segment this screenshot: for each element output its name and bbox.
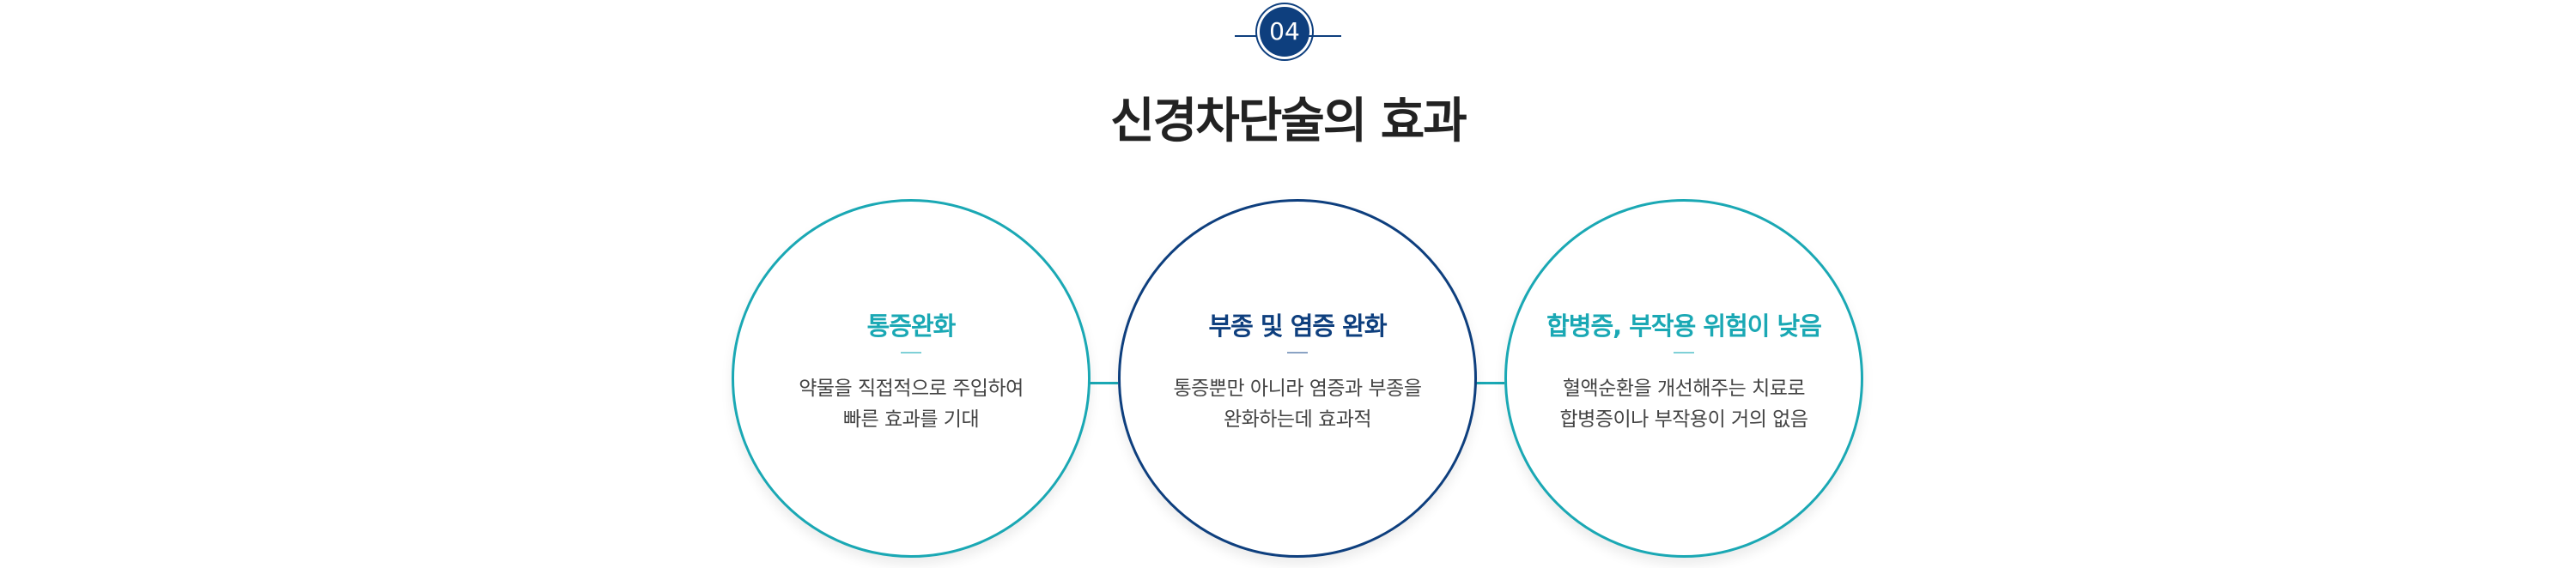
effect-circle-swelling-relief: 부종 및 염증 완화 통증뿐만 아니라 염증과 부종을 완화하는데 효과적 (1118, 199, 1477, 558)
badge-left-line (1235, 35, 1267, 37)
effect-description-line: 빠른 효과를 기대 (842, 408, 980, 431)
effect-description-line: 완화하는데 효과적 (1223, 408, 1372, 431)
effect-description-line: 혈액순환을 개선해주는 치료로 (1562, 378, 1806, 400)
effect-description-line: 통증뿐만 아니라 염증과 부종을 (1173, 378, 1422, 400)
connector-line-1 (1089, 382, 1118, 384)
section-number-badge: 04 (1260, 7, 1309, 57)
badge-right-line (1309, 35, 1341, 37)
effect-divider (1674, 352, 1694, 353)
effect-circle-pain-relief: 통증완화 약물을 직접적으로 주입하여 빠른 효과를 기대 (732, 199, 1091, 558)
section-number-badge-group: 04 (1235, 3, 1341, 67)
effect-divider (901, 352, 921, 353)
effect-title: 부종 및 염증 완화 (1208, 311, 1387, 341)
effect-description: 혈액순환을 개선해주는 치료로 합병증이나 부작용이 거의 없음 (1507, 373, 1861, 435)
connector-line-2 (1475, 382, 1504, 384)
section-title: 신경차단술의 효과 (1110, 94, 1467, 149)
effect-circle-low-risk: 합병증, 부작용 위험이 낮음 혈액순환을 개선해주는 치료로 합병증이나 부작… (1504, 199, 1863, 558)
effect-description: 통증뿐만 아니라 염증과 부종을 완화하는데 효과적 (1121, 373, 1474, 435)
effect-title: 통증완화 (866, 311, 957, 341)
effect-title: 합병증, 부작용 위험이 낮음 (1546, 311, 1822, 341)
effect-description-line: 합병증이나 부작용이 거의 없음 (1559, 408, 1808, 431)
effect-description: 약물을 직접적으로 주입하여 빠른 효과를 기대 (734, 373, 1088, 435)
effect-description-line: 약물을 직접적으로 주입하여 (799, 378, 1024, 400)
effect-divider (1287, 352, 1308, 353)
